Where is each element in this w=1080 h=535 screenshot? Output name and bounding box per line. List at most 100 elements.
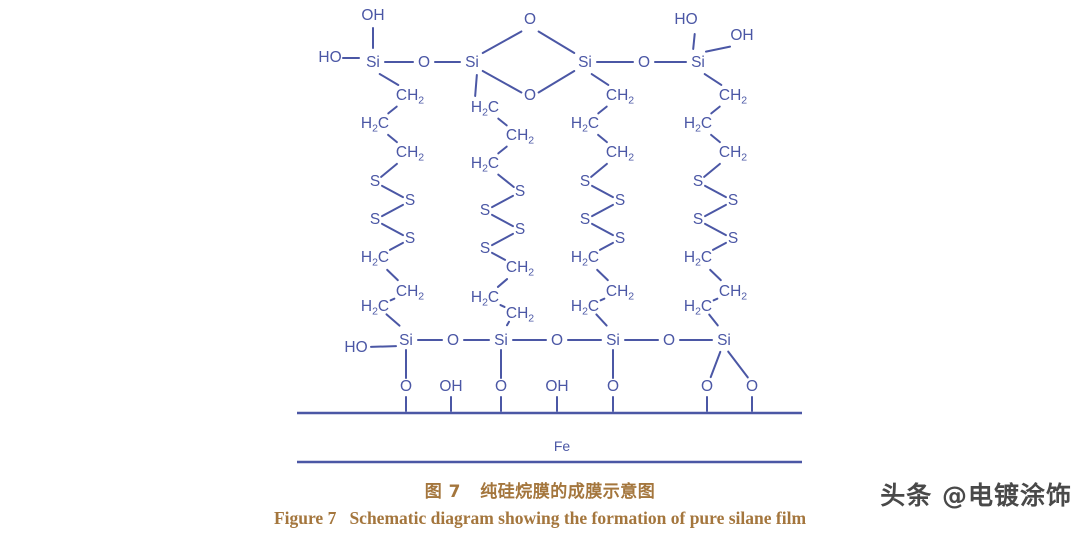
chain-4-bond-5	[704, 203, 727, 218]
chain-4-ch2-3: CH2	[719, 144, 747, 164]
chain-2-bond-5	[491, 213, 514, 228]
chain-3-ch2-3: CH2	[606, 144, 634, 164]
chain-2-sulfur-7: S	[480, 240, 490, 257]
anchor-o-3: O	[495, 378, 507, 395]
chain-4-h2c-8: H2C	[684, 249, 712, 269]
top-silicon-1: Si	[366, 54, 380, 71]
chain-1-h2c-8: H2C	[361, 249, 389, 269]
bottom-silicon-1: Si	[399, 332, 413, 349]
chain-2-bond-2	[497, 145, 508, 155]
anchor-o-6: O	[701, 378, 713, 395]
chain-1-bond-1	[387, 105, 398, 115]
chain-4-bond-bottom-si	[708, 313, 719, 327]
chain-1-sulfur-5: S	[405, 192, 415, 209]
chain-4-bond-1	[710, 105, 721, 115]
chain-3-h2c-2: H2C	[571, 115, 599, 135]
chain-1-ch2-3: CH2	[396, 144, 424, 164]
chain-1-bond-7	[388, 241, 404, 251]
chain-4-bond-4	[704, 184, 727, 199]
chain-1-ch2-9: CH2	[396, 283, 424, 303]
top-bridge-O-2: O	[638, 54, 650, 71]
bond-lines	[342, 27, 753, 412]
bottom-silicon-4: Si	[717, 332, 731, 349]
chain-2-bond-8	[496, 278, 509, 288]
chain-3-sulfur-4: S	[580, 173, 590, 190]
bond-si2-Oring-top	[481, 30, 523, 55]
top-bridge-O-1: O	[418, 54, 430, 71]
chain-4-bond-2	[710, 133, 721, 144]
chain-3-bond-4	[591, 184, 614, 199]
chain-2-bond-3	[497, 173, 515, 189]
chain-4-h2c-10: H2C	[684, 298, 712, 318]
bond-si2-Oring-bottom	[481, 69, 523, 94]
bond-Oring-top-si3	[537, 30, 576, 54]
chain-4-ch2-1: CH2	[719, 87, 747, 107]
chain-2-sulfur-5: S	[480, 202, 490, 219]
top-terminal-OH: OH	[361, 7, 384, 24]
top-silicon-4: Si	[691, 54, 705, 71]
bond-HO-si-bottom	[369, 345, 398, 348]
chain-3-bond-8	[596, 268, 609, 282]
chain-4-sulfur-5: S	[728, 192, 738, 209]
chain-1-bond-9	[389, 297, 396, 302]
chain-3-bond-bottom-si	[595, 313, 608, 327]
chain-3-sulfur-5: S	[615, 192, 625, 209]
anchor-oh-4: OH	[545, 378, 568, 395]
chain-4-sulfur-7: S	[728, 230, 738, 247]
chain-4-bond-8	[709, 268, 722, 282]
chain-1-bond-4	[381, 184, 404, 199]
chain-3-bond-7	[598, 241, 614, 251]
chain-1-bond-2	[387, 133, 398, 144]
chain-4-bond-7	[711, 241, 727, 251]
chain-1-sulfur-6: S	[370, 211, 380, 228]
chain-2-ch2-10: CH2	[506, 305, 534, 325]
caption-english: Figure 7 Schematic diagram showing the f…	[273, 508, 807, 528]
chain-1-bond-6	[381, 222, 404, 237]
chain-3-bond-9	[599, 297, 606, 302]
chain-4-bond-6	[704, 222, 727, 237]
chain-1-sulfur-4: S	[370, 173, 380, 190]
chain-3-h2c-10: H2C	[571, 298, 599, 318]
anchor-o-5: O	[607, 378, 619, 395]
bond-Oring-bottom-si3	[537, 70, 576, 94]
chain-3-h2c-8: H2C	[571, 249, 599, 269]
chain-3-bond-top-si	[590, 73, 610, 86]
bond-HO-si4	[692, 32, 696, 51]
chain-3-bond-5	[591, 203, 614, 218]
chain-1-bond-top-si	[378, 73, 400, 86]
watermark-text: 头条 @电镀涂饰	[880, 481, 1072, 510]
anchor-o-1: O	[400, 378, 412, 395]
bottom-terminal-HO: HO	[344, 339, 367, 356]
chain-3-sulfur-6: S	[580, 211, 590, 228]
chain-3-bond-3	[590, 162, 608, 178]
top-terminal-HO: HO	[318, 49, 341, 66]
chain-3-sulfur-7: S	[615, 230, 625, 247]
chain-2-h2c-1: H2C	[471, 99, 499, 119]
chain-1-h2c-2: H2C	[361, 115, 389, 135]
anchor-o-7: O	[746, 378, 758, 395]
top-right-OH: OH	[730, 27, 753, 44]
chain-2-h2c-3: H2C	[471, 155, 499, 175]
chain-2-sulfur-6: S	[515, 221, 525, 238]
bottom-silicon-2: Si	[494, 332, 508, 349]
top-silicon-2: Si	[465, 54, 479, 71]
chain-4-bond-3	[703, 162, 721, 178]
figure-caption: 图 7 纯硅烷膜的成膜示意图 Figure 7 Schematic diagra…	[0, 481, 1080, 530]
chain-4-bond-top-si	[703, 73, 723, 86]
bond-si4-anchor-left	[709, 350, 722, 379]
chain-2-bond-9	[499, 304, 506, 308]
chain-2-bond-bottom-si	[505, 320, 511, 327]
bottom-silicon-3: Si	[606, 332, 620, 349]
chain-2-h2c-9: H2C	[471, 289, 499, 309]
chain-1-sulfur-7: S	[405, 230, 415, 247]
substrate-label: Fe	[554, 438, 571, 454]
chain-3-bond-1	[597, 105, 608, 115]
top-silicon-3: Si	[578, 54, 592, 71]
bottom-bridge-O-1: O	[447, 332, 459, 349]
chain-2-bond-4	[491, 194, 514, 209]
chain-3-ch2-1: CH2	[606, 87, 634, 107]
chain-1-h2c-10: H2C	[361, 298, 389, 318]
